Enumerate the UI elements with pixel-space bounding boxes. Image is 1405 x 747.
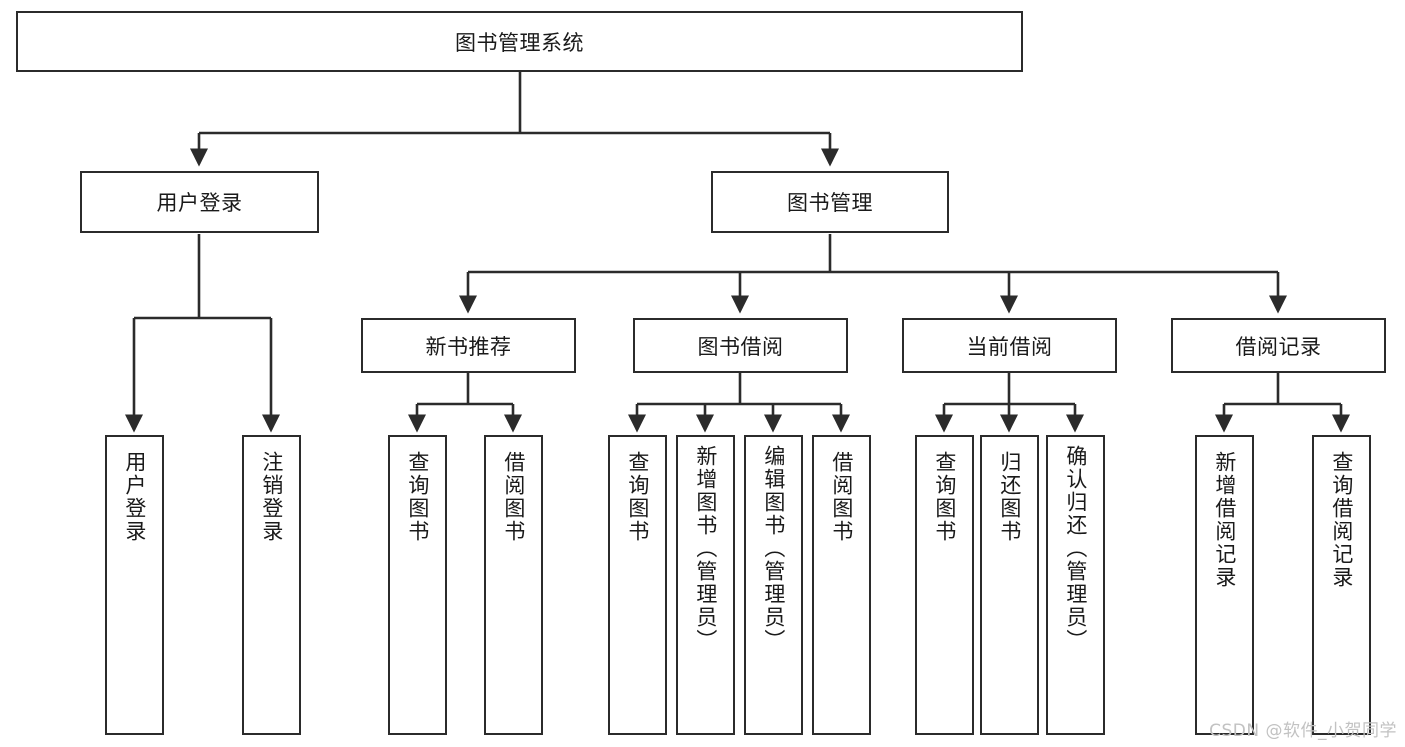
node-leaf-query-book-1[interactable]: 查询图书	[388, 435, 447, 735]
node-current-borrow-label: 当前借阅	[966, 334, 1053, 359]
node-leaf-query-book-2[interactable]: 查询图书	[608, 435, 667, 735]
node-user-login[interactable]: 用户登录	[80, 171, 319, 233]
node-leaf-add-book-admin-label: 新增图书（管理员）	[693, 445, 718, 652]
node-new-book-recommend-label: 新书推荐	[425, 334, 512, 359]
node-book-management-label: 图书管理	[787, 191, 873, 215]
node-leaf-query-book-1-label: 查询图书	[405, 451, 430, 543]
node-leaf-user-login-label: 用户登录	[122, 451, 147, 543]
node-leaf-return-book[interactable]: 归还图书	[980, 435, 1039, 735]
node-leaf-user-login[interactable]: 用户登录	[105, 435, 164, 735]
node-root-label: 图书管理系统	[455, 30, 584, 55]
node-borrow-record-label: 借阅记录	[1235, 334, 1322, 359]
node-borrow-record[interactable]: 借阅记录	[1171, 318, 1386, 373]
node-book-borrow[interactable]: 图书借阅	[633, 318, 848, 373]
node-leaf-query-book-2-label: 查询图书	[625, 451, 650, 543]
node-leaf-add-borrow-record[interactable]: 新增借阅记录	[1195, 435, 1254, 735]
node-book-borrow-label: 图书借阅	[697, 334, 784, 359]
node-leaf-query-book-3[interactable]: 查询图书	[915, 435, 974, 735]
node-leaf-confirm-return-admin-label: 确认归还（管理员）	[1063, 445, 1088, 652]
node-leaf-borrow-book-1-label: 借阅图书	[501, 451, 526, 543]
node-leaf-logout-login-label: 注销登录	[259, 451, 284, 543]
node-leaf-query-borrow-record[interactable]: 查询借阅记录	[1312, 435, 1371, 735]
node-leaf-confirm-return-admin[interactable]: 确认归还（管理员）	[1046, 435, 1105, 735]
node-leaf-borrow-book-2-label: 借阅图书	[829, 451, 854, 543]
node-leaf-borrow-book-1[interactable]: 借阅图书	[484, 435, 543, 735]
node-leaf-logout-login[interactable]: 注销登录	[242, 435, 301, 735]
node-leaf-edit-book-admin-label: 编辑图书（管理员）	[761, 445, 786, 652]
node-leaf-add-book-admin[interactable]: 新增图书（管理员）	[676, 435, 735, 735]
node-leaf-return-book-label: 归还图书	[997, 451, 1022, 543]
node-book-management[interactable]: 图书管理	[711, 171, 949, 233]
node-user-login-label: 用户登录	[156, 191, 243, 215]
node-new-book-recommend[interactable]: 新书推荐	[361, 318, 576, 373]
node-leaf-borrow-book-2[interactable]: 借阅图书	[812, 435, 871, 735]
node-leaf-query-borrow-record-label: 查询借阅记录	[1329, 451, 1354, 589]
node-current-borrow[interactable]: 当前借阅	[902, 318, 1117, 373]
node-leaf-query-book-3-label: 查询图书	[932, 451, 957, 543]
node-leaf-add-borrow-record-label: 新增借阅记录	[1212, 451, 1237, 589]
node-root[interactable]: 图书管理系统	[16, 11, 1023, 72]
node-leaf-edit-book-admin[interactable]: 编辑图书（管理员）	[744, 435, 803, 735]
